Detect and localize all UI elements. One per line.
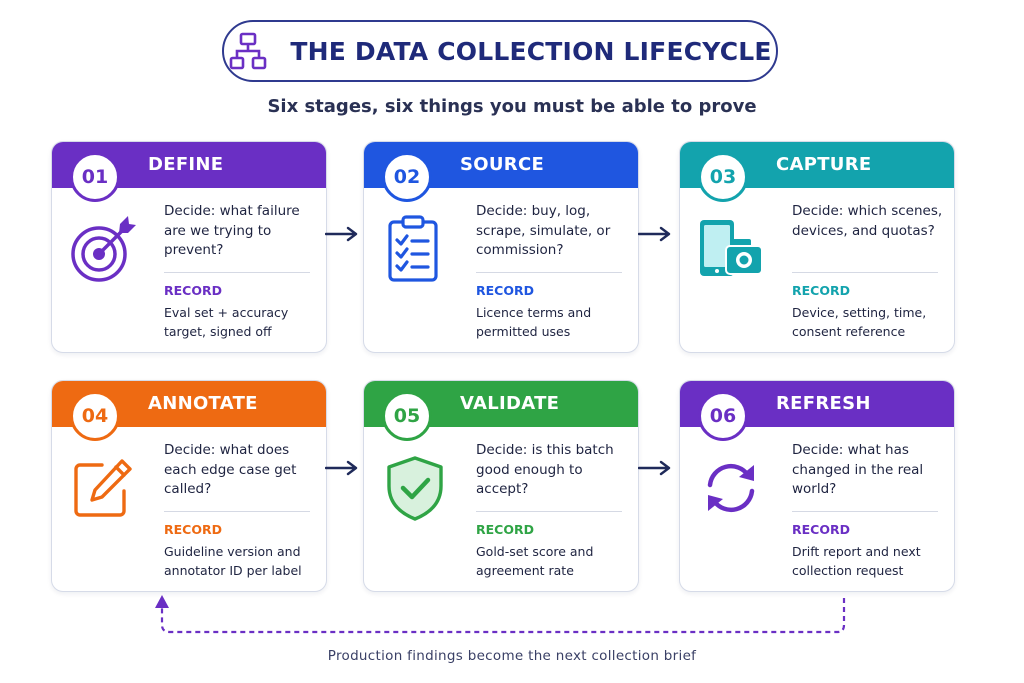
- arrow-right-icon: [325, 226, 358, 242]
- stage-decision: Decide: buy, log, scrape, simulate, or c…: [476, 203, 611, 258]
- divider: [792, 272, 938, 273]
- hierarchy-icon: [230, 32, 267, 70]
- stage-title: DEFINE: [148, 154, 224, 175]
- stage-card-annotate: 04 ANNOTATE Decide: what does each edge …: [51, 380, 327, 592]
- stage-card-define: 01 DEFINE Decide: what failure are we tr…: [51, 141, 327, 353]
- stage-number: 01: [70, 152, 120, 202]
- title-banner: THE DATA COLLECTION LIFECYCLE: [222, 20, 778, 82]
- record-label: RECORD: [792, 522, 850, 537]
- arrow-right-icon: [325, 460, 358, 476]
- record-text: Eval set + accuracy target, signed off: [164, 305, 289, 339]
- stage-title: ANNOTATE: [148, 393, 258, 414]
- stage-title: CAPTURE: [776, 154, 872, 175]
- edit-pencil-icon: [74, 459, 132, 517]
- divider: [164, 272, 310, 273]
- target-icon: [71, 216, 136, 282]
- record-label: RECORD: [164, 522, 222, 537]
- loop-caption: Production findings become the next coll…: [327, 648, 697, 664]
- stage-card-capture: 03 CAPTURE Decide: which scenes, devices…: [679, 141, 955, 353]
- page-title: THE DATA COLLECTION LIFECYCLE: [290, 36, 772, 66]
- stage-decision: Decide: which scenes, devices, and quota…: [792, 203, 943, 239]
- stage-decision: Decide: what does each edge case get cal…: [164, 442, 297, 497]
- stage-number: 06: [698, 391, 748, 441]
- stage-card-source: 02 SOURCE Decide: buy, log, scrape, simu…: [363, 141, 639, 353]
- divider: [164, 511, 310, 512]
- divider: [792, 511, 938, 512]
- record-label: RECORD: [164, 283, 222, 298]
- stage-number: 04: [70, 391, 120, 441]
- arrow-right-icon: [638, 460, 671, 476]
- shield-check-icon: [387, 456, 443, 521]
- phone-camera-icon: [700, 220, 763, 276]
- arrow-right-icon: [638, 226, 671, 242]
- divider: [476, 272, 622, 273]
- stage-number: 03: [698, 152, 748, 202]
- stage-number: 02: [382, 152, 432, 202]
- stage-decision: Decide: is this batch good enough to acc…: [476, 442, 614, 497]
- divider: [476, 511, 622, 512]
- stage-number: 05: [382, 391, 432, 441]
- record-text: Drift report and next collection request: [792, 544, 921, 578]
- refresh-icon: [707, 463, 755, 513]
- record-label: RECORD: [792, 283, 850, 298]
- record-text: Gold-set score and agreement rate: [476, 544, 594, 578]
- record-label: RECORD: [476, 283, 534, 298]
- page-subtitle: Six stages, six things you must be able …: [267, 96, 757, 117]
- record-text: Device, setting, time, consent reference: [792, 305, 927, 339]
- record-label: RECORD: [476, 522, 534, 537]
- stage-title: VALIDATE: [460, 393, 560, 414]
- stage-title: SOURCE: [460, 154, 545, 175]
- clipboard-checklist-icon: [388, 215, 438, 282]
- stage-decision: Decide: what has changed in the real wor…: [792, 442, 924, 497]
- stage-decision: Decide: what failure are we trying to pr…: [164, 203, 300, 258]
- stage-card-validate: 05 VALIDATE Decide: is this batch good e…: [363, 380, 639, 592]
- stage-title: REFRESH: [776, 393, 871, 414]
- record-text: Guideline version and annotator ID per l…: [164, 544, 302, 578]
- stage-card-refresh: 06 REFRESH Decide: what has changed in t…: [679, 380, 955, 592]
- record-text: Licence terms and permitted uses: [476, 305, 592, 339]
